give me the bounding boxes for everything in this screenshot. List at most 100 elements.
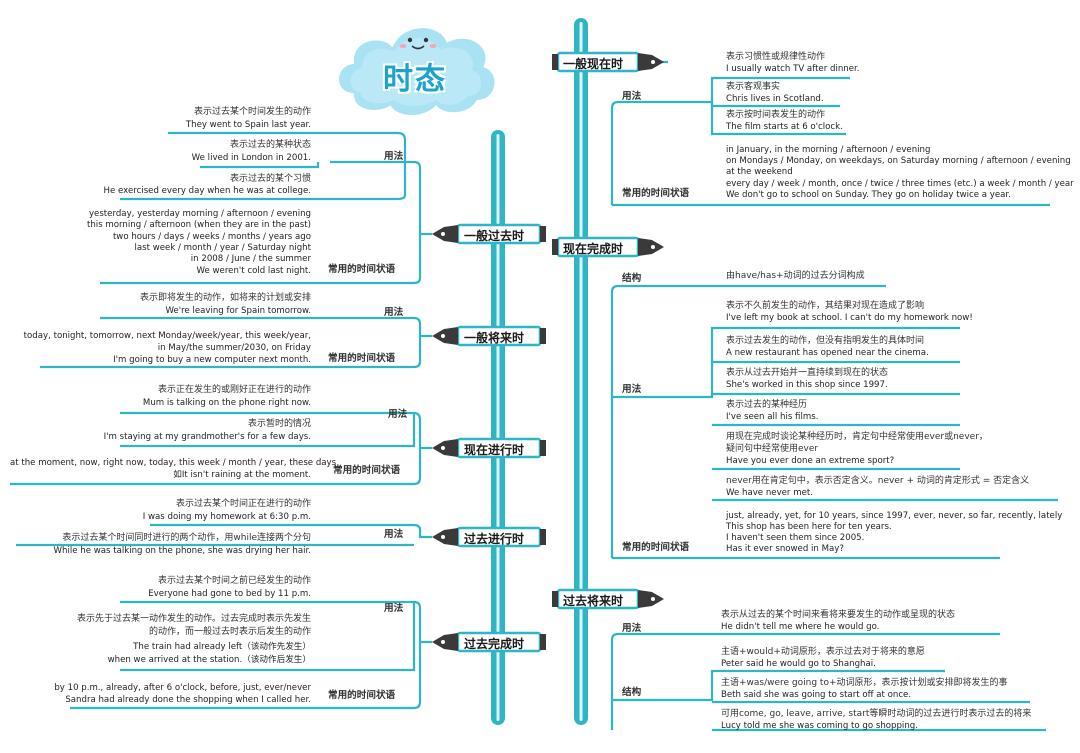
past-continuous-usage-branch (150, 523, 432, 539)
past-perfect-usage-label: 用法 (384, 603, 404, 614)
future-in-past-structure-branch (612, 669, 945, 702)
pen-future-in-past (552, 588, 664, 610)
present-perfect-adverb-label: 常用的时间状语 (622, 542, 690, 553)
present-simple-usage-2-cn: 表示客观事实 (726, 82, 781, 92)
present-continuous-usage-2-en: I'm staying at my grandmother's for a fe… (103, 432, 311, 442)
pen-future-simple (432, 325, 546, 347)
future-simple-usage-branch (100, 316, 432, 338)
title-cloud (335, 24, 499, 119)
past-perfect-usage-1-en: Everyone had gone to bed by 11 p.m. (148, 589, 311, 599)
present-simple-adverb-4: every day / week / month, once / twice /… (726, 179, 1074, 189)
past-simple-usage-1-en: They went to Spain last year. (185, 120, 311, 130)
pen-present-simple (552, 51, 664, 73)
present-simple-adverb-2: on Mondays / Monday, on weekdays, on Sat… (726, 156, 1071, 166)
past-simple-usage-3-en: He exercised every day when he was at co… (103, 186, 311, 196)
present-perfect-adverb-3: I haven't seen them since 2005. (726, 533, 865, 543)
past-simple-adverb-1: yesterday, yesterday morning / afternoon… (88, 209, 311, 219)
past-simple-usage-2-cn: 表示过去的某种状态 (229, 140, 311, 150)
page-title: 时态 (383, 62, 447, 97)
future-in-past-structure-3-cn: 可用come, go, leave, arrive, start等瞬时动词的过去… (721, 709, 1032, 719)
node-past-simple: 一般过去时 (464, 229, 525, 243)
future-in-past-structure-2-en: Beth said she was going to start off at … (721, 690, 912, 700)
past-simple-usage-label: 用法 (384, 151, 404, 162)
past-simple-adverb-branch (316, 234, 422, 285)
past-simple-usage-branch (330, 160, 432, 236)
past-continuous-usage-1-en: I was doing my homework at 6:30 p.m. (142, 512, 311, 522)
past-continuous-usage-2-cn: 表示过去某个时间同时进行的两个动作，用while连接两个分句 (62, 533, 311, 543)
present-continuous-adverb-2: 如It isn't raining at the moment. (173, 470, 311, 480)
future-simple-adverb-label: 常用的时间状语 (328, 353, 396, 364)
present-perfect-usage-1-en: I've left my book at school. I can't do … (726, 313, 973, 323)
present-continuous-adverb-1: at the moment, now, right now, today, th… (10, 458, 337, 468)
present-continuous-usage-1-cn: 表示正在发生的或刚好正在进行的动作 (157, 385, 311, 395)
present-simple-usage-label: 用法 (622, 91, 642, 102)
pen-present-continuous (432, 437, 546, 459)
past-perfect-line-2 (120, 602, 416, 672)
past-continuous-usage-1-cn: 表示过去某个时间正在进行的动作 (175, 499, 311, 509)
past-perfect-usage-2-line-2: 的动作，而一般过去时表示后发生的动作 (148, 627, 311, 637)
present-perfect-usage-5-line-1: 用现在完成时谈论某种经历时，肯定句中经常使用ever或never， (726, 432, 988, 442)
future-simple-usage-1-en: We're leaving for Spain tomorrow. (165, 306, 311, 316)
present-continuous-usage-1-en: Mum is talking on the phone right now. (142, 398, 311, 408)
node-present-perfect: 现在完成时 (563, 242, 624, 256)
past-simple-line-1 (168, 131, 407, 162)
node-future-in-past: 过去将来时 (563, 594, 624, 608)
present-simple-adverb-5: We don't go to school on Sunday. They go… (726, 190, 1011, 200)
present-simple-line-3 (710, 102, 846, 136)
present-simple-usage-1-cn: 表示习惯性或规律性动作 (726, 52, 826, 62)
past-simple-adverb-5: in 2008 / June / the summer (190, 254, 311, 264)
present-perfect-usage-4-cn: 表示过去的某种经历 (726, 400, 808, 410)
past-perfect-usage-2-line-1: 表示先于过去某一动作发生的动作。过去完成时表示先发生 (76, 614, 311, 624)
future-in-past-usage-branch (610, 632, 1000, 730)
present-simple-adverb-label: 常用的时间状语 (622, 188, 690, 199)
future-simple-usage-1-cn: 表示即将发生的动作，如将来的计划或安排 (139, 293, 311, 303)
present-continuous-usage-2-cn: 表示暂时的情况 (247, 419, 311, 429)
present-perfect-structure-label: 结构 (622, 273, 642, 284)
node-future-simple: 一般将来时 (464, 331, 525, 345)
present-continuous-adverb-label: 常用的时间状语 (333, 465, 401, 476)
present-continuous-usage-label: 用法 (388, 409, 408, 420)
past-simple-adverb-2: this morning / afternoon (when they are … (86, 220, 311, 230)
node-present-simple: 一般现在时 (563, 57, 624, 71)
past-continuous-usage-label: 用法 (384, 529, 404, 540)
pen-past-continuous (432, 526, 546, 548)
present-simple-usage-branch (610, 76, 850, 205)
present-perfect-structure-branch (610, 284, 886, 558)
present-perfect-usage-6-line-1: never用在肯定句中，表示否定含义。never + 动词的肯定形式 = 否定含… (726, 476, 1030, 486)
node-present-continuous: 现在进行时 (464, 443, 525, 457)
future-in-past-structure-3-en: Lucy told me she was coming to go shoppi… (721, 721, 918, 731)
past-simple-adverb-3: two hours / days / weeks / months / year… (112, 232, 311, 242)
future-in-past-structure-label: 结构 (622, 687, 642, 698)
present-simple-usage-2-en: Chris lives in Scotland. (726, 94, 824, 104)
present-simple-usage-3-en: The film starts at 6 o'clock. (726, 122, 843, 132)
present-perfect-usage-4-en: I've seen all his films. (726, 412, 819, 422)
present-perfect-usage-5-line-3: Have you ever done an extreme sport? (726, 456, 895, 466)
present-perfect-usage-3-en: She's worked in this shop since 1997. (726, 380, 888, 390)
past-simple-adverb-4: last week / month / year / Saturday nigh… (134, 243, 311, 253)
present-simple-adverb-3: at the weekend (726, 167, 793, 177)
pen-present-perfect (552, 236, 664, 258)
present-perfect-adverb-1: just, already, yet, for 10 years, since … (726, 511, 1063, 521)
present-perfect-usage-2-cn: 表示过去发生的动作，但没有指明发生的具体时间 (726, 336, 925, 346)
pen-past-simple (432, 223, 546, 245)
past-perfect-usage-2-line-3: The train had already left（该动作先发生） (133, 642, 311, 652)
past-simple-adverb-label: 常用的时间状语 (328, 264, 396, 275)
past-simple-usage-1-cn: 表示过去某个时间发生的动作 (193, 107, 311, 117)
present-continuous-adverb-branch (10, 448, 422, 486)
past-simple-line-3 (120, 162, 407, 201)
past-perfect-adverb-1: by 10 p.m., already, after 6 o'clock, be… (54, 683, 311, 693)
present-simple-adverb-1: in January, in the morning / afternoon /… (726, 145, 931, 155)
node-past-perfect: 过去完成时 (464, 637, 525, 651)
present-perfect-adverb-4: Has it ever snowed in May? (726, 544, 844, 554)
past-perfect-adverb-label: 常用的时间状语 (328, 690, 396, 701)
future-simple-usage-label: 用法 (384, 307, 404, 318)
past-continuous-usage-2-en: While he was talking on the phone, she w… (53, 546, 311, 556)
future-in-past-structure-2-cn: 主语+was/were going to+动词原形，表示按计划或安排即将发生的事 (721, 678, 1008, 688)
future-in-past-usage-label: 用法 (622, 623, 642, 634)
future-in-past-structure-1-cn: 主语+would+动词原形，表示过去对于将来的意愿 (721, 647, 925, 657)
future-simple-adverb-2: in May/the summer/2030, on Friday (157, 343, 311, 353)
future-simple-adverb-branch (40, 336, 422, 369)
present-simple-usage-1-en: I usually watch TV after dinner. (726, 64, 860, 74)
future-in-past-structure-1-en: Peter said he would go to Shanghai. (721, 659, 876, 669)
